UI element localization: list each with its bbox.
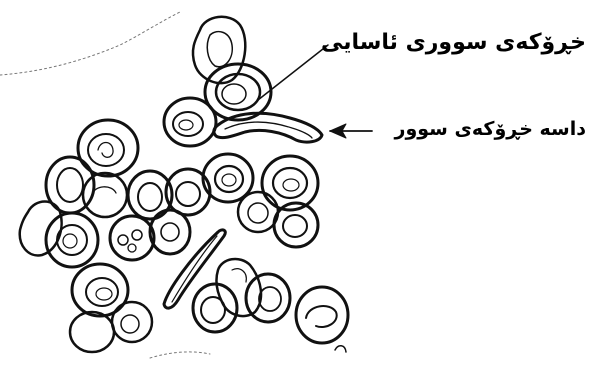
irregular-cell-left bbox=[20, 202, 62, 256]
red-blood-cell bbox=[164, 98, 216, 146]
red-blood-cell bbox=[296, 287, 348, 343]
sickle-cell-pointer-arrow bbox=[330, 124, 372, 138]
sketch-line bbox=[0, 12, 180, 75]
normal-cell-pointer-line bbox=[258, 45, 328, 100]
red-blood-cell bbox=[246, 274, 290, 322]
irregular-cell-bottom bbox=[216, 259, 261, 316]
normal-rbc-label: خڕۆکەی سووری ئاسایی bbox=[321, 30, 586, 55]
red-blood-cell bbox=[150, 210, 190, 254]
red-blood-cell bbox=[70, 312, 114, 352]
sketch-mark bbox=[335, 346, 346, 352]
red-blood-cell bbox=[83, 173, 127, 217]
red-blood-cell bbox=[46, 213, 98, 267]
red-blood-cell bbox=[262, 156, 318, 210]
red-blood-cell bbox=[72, 264, 128, 316]
sickle-red-blood-cell bbox=[214, 113, 322, 142]
red-blood-cell bbox=[193, 284, 237, 332]
sickle-rbc-label: داسە خڕۆکەی سوور bbox=[395, 118, 586, 140]
sketch-line bbox=[150, 352, 210, 358]
red-blood-cell bbox=[112, 302, 152, 342]
red-blood-cell bbox=[110, 216, 154, 260]
red-blood-cell bbox=[238, 192, 278, 232]
red-blood-cell bbox=[203, 154, 253, 202]
